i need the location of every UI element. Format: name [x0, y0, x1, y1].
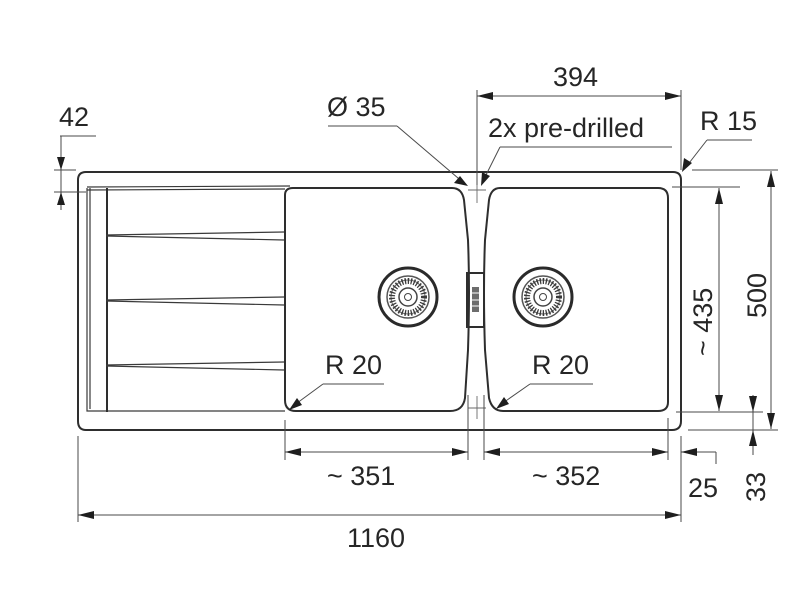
- left-bowl: [284, 187, 470, 412]
- dimension-right-bowl-radius: R 20: [496, 350, 593, 409]
- drainer-groove: [105, 361, 285, 371]
- label-hole-diameter: Ø 35: [327, 92, 386, 122]
- dimension-right-margin: 25: [680, 436, 718, 522]
- sink-outline: [77, 171, 682, 431]
- drainer: [86, 185, 291, 412]
- dimension-left-bowl-width: ~ 351: [284, 395, 469, 491]
- tap-hole-mark-bottom: [468, 396, 486, 419]
- label-bottom-margin: 33: [741, 472, 771, 502]
- dimension-rim-depth: 42: [54, 102, 96, 210]
- label-bowl-span: 394: [553, 62, 598, 92]
- dimension-right-bowl-width: ~ 352: [483, 395, 669, 491]
- label-overall-depth: 500: [742, 273, 772, 318]
- dimension-pre-drilled: 2x pre-drilled: [481, 113, 672, 186]
- label-left-bowl-radius: R 20: [325, 350, 382, 380]
- right-drain-icon: [512, 266, 574, 328]
- label-right-bowl-radius: R 20: [532, 350, 589, 380]
- label-left-bowl-width: ~ 351: [327, 461, 395, 491]
- label-right-margin: 25: [688, 473, 718, 503]
- label-overall-width: 1160: [347, 523, 405, 553]
- right-bowl: [483, 187, 669, 412]
- dimension-corner-radius: R 15: [682, 106, 757, 172]
- label-rim-depth: 42: [59, 102, 89, 132]
- label-pre-drilled: 2x pre-drilled: [488, 113, 644, 143]
- dimension-hole-diameter: Ø 35: [327, 92, 468, 186]
- dimension-left-bowl-radius: R 20: [289, 350, 384, 410]
- label-corner-radius: R 15: [700, 106, 757, 136]
- left-drain-icon: [377, 266, 439, 328]
- label-bowl-depth: ~ 435: [688, 288, 718, 356]
- dimension-bowl-span: 394: [476, 62, 682, 185]
- overflow-slot: [466, 272, 485, 328]
- drainer-groove: [105, 231, 285, 241]
- dimension-overall-depth: 500: [688, 169, 778, 431]
- dimension-bottom-margin: 33: [741, 395, 771, 502]
- label-right-bowl-width: ~ 352: [532, 461, 600, 491]
- dimension-bowl-depth: ~ 435: [672, 186, 763, 413]
- dimension-overall-width: 1160: [77, 436, 681, 553]
- drainer-groove: [105, 296, 285, 306]
